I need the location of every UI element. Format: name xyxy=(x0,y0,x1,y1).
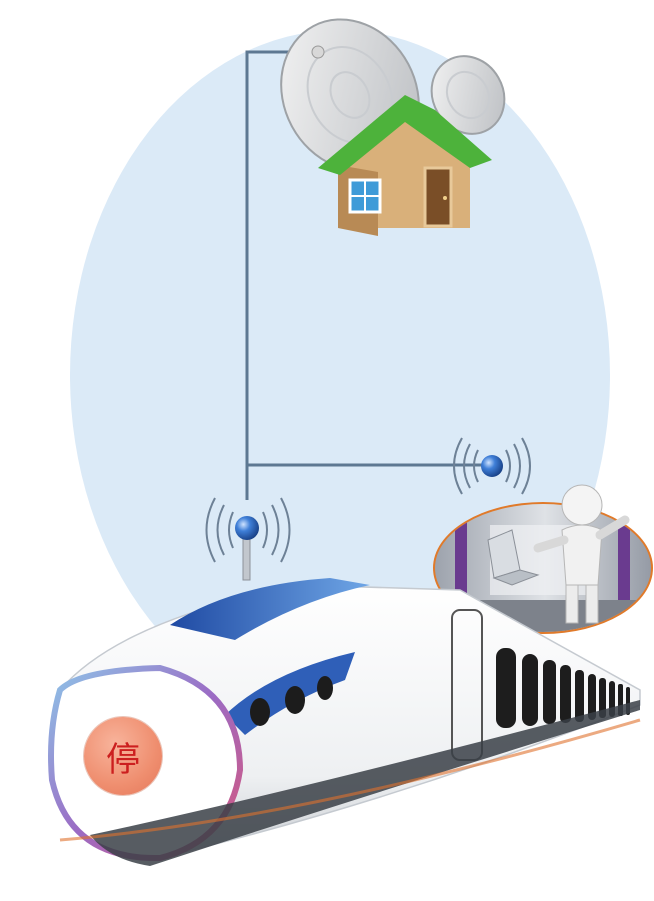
train-icon xyxy=(48,578,641,866)
signal-wave-icon xyxy=(453,437,531,495)
robot-figure-icon xyxy=(533,484,630,624)
signal-wave-icon xyxy=(205,497,291,563)
antenna-icon xyxy=(481,455,503,477)
stop-badge: 停 xyxy=(84,717,162,795)
house-icon xyxy=(318,95,492,236)
laptop-icon xyxy=(487,529,540,586)
passenger-bubble xyxy=(433,484,653,650)
antenna-icon xyxy=(235,516,259,581)
